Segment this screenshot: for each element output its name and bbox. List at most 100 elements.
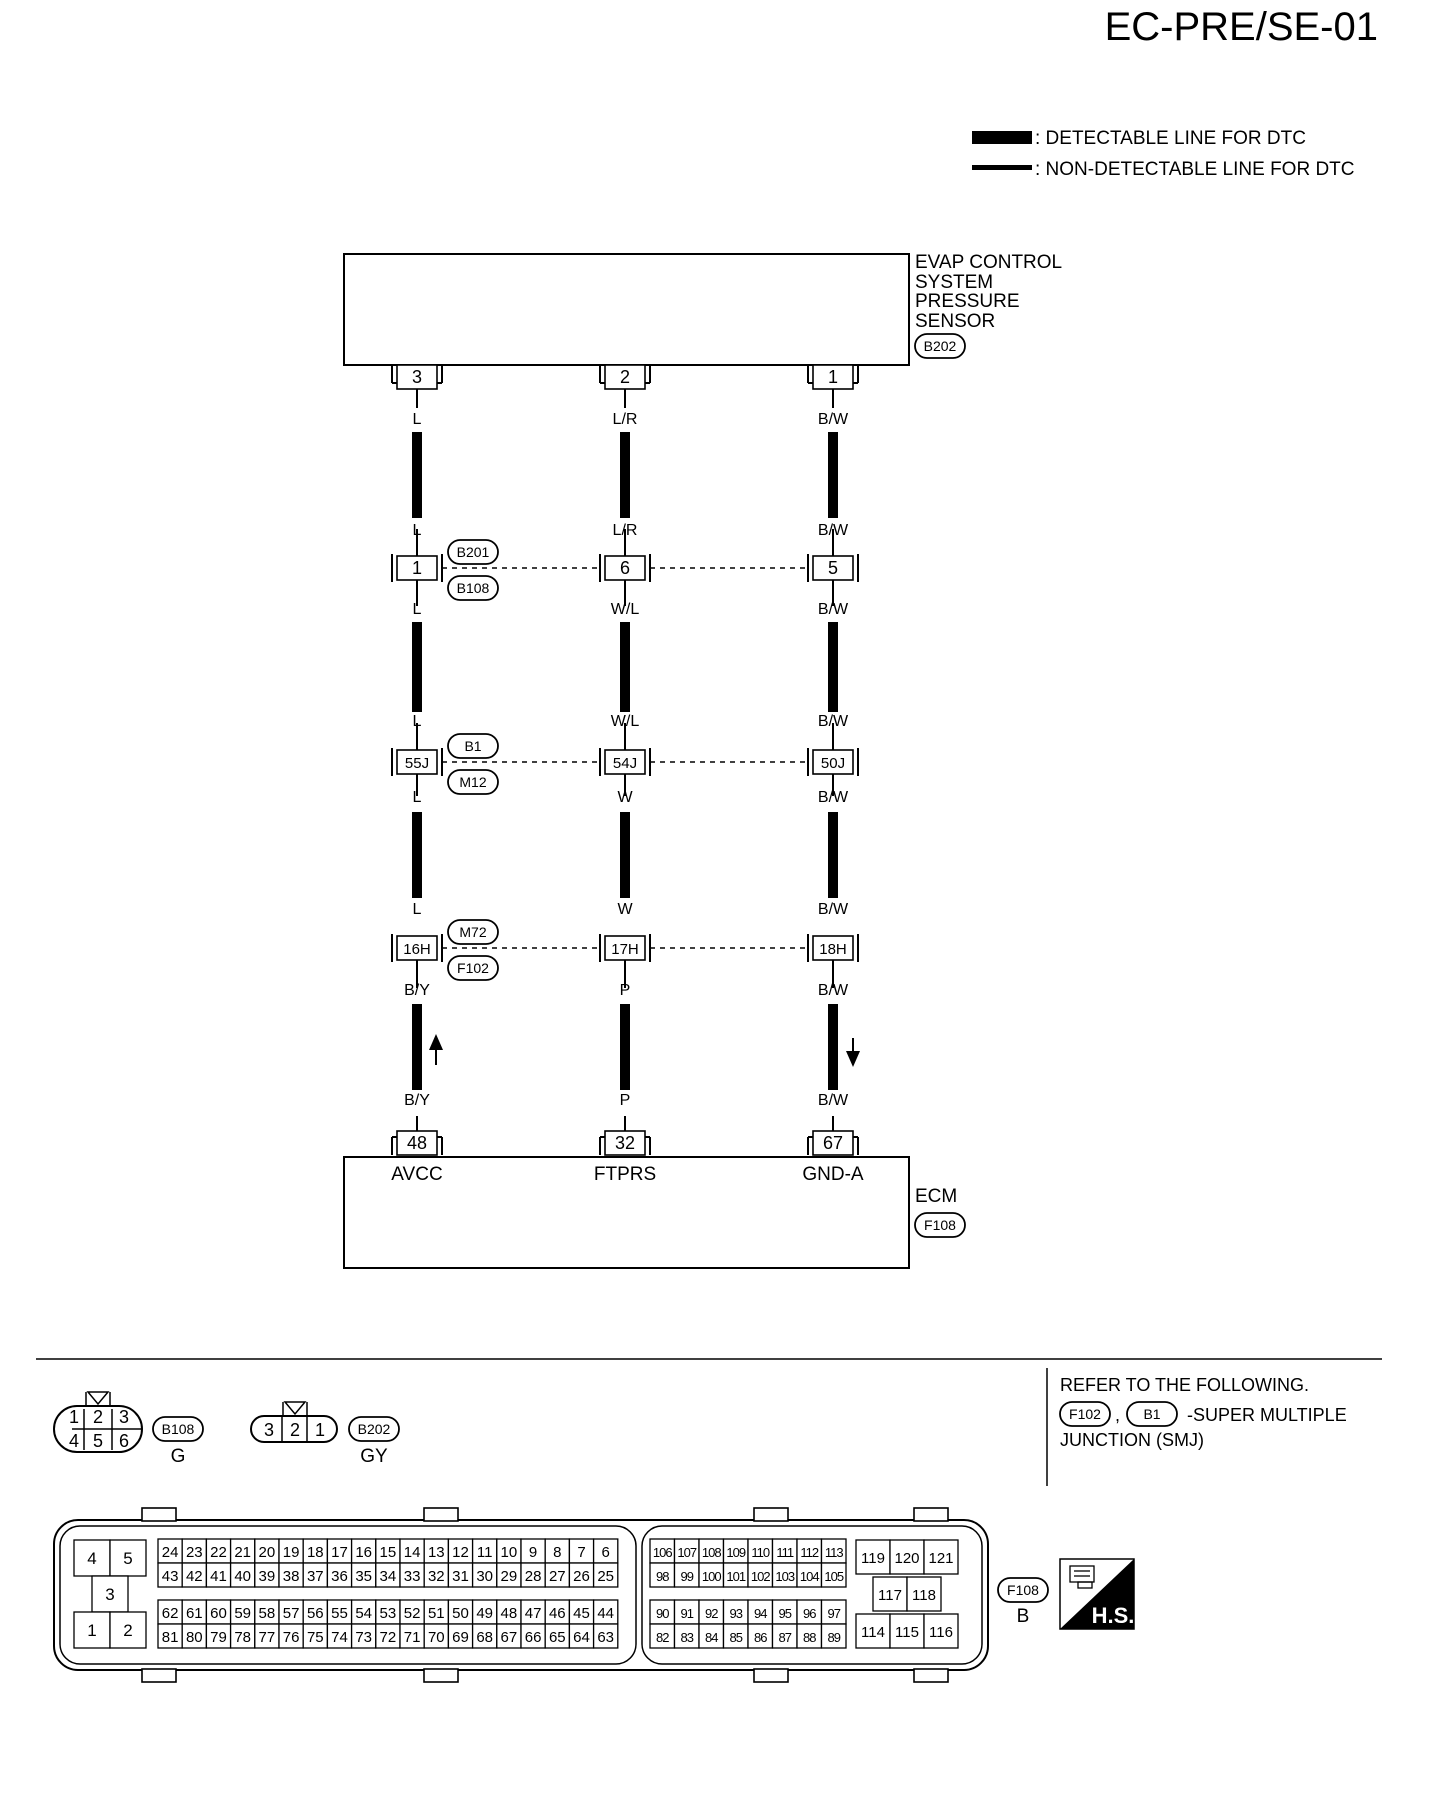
sensor-pin-3-label: 1 [828,367,838,387]
junction-pin-box [812,555,854,581]
junction-pin-box [604,749,646,775]
sensor-pin-2-box [604,364,646,390]
ecm-cell-box [350,1623,377,1649]
arrow-up-icon [429,1034,443,1065]
ecm-cell: 39 [259,1568,276,1585]
ecm-cell: 44 [597,1605,614,1622]
ecm-cell: 5 [123,1549,132,1568]
ecm-cell: 61 [186,1605,203,1622]
ecm-cell: 42 [186,1568,203,1585]
junction-badge-upper [447,733,499,759]
ecm-cell: 29 [501,1568,518,1585]
wire-segment-1-1 [412,432,422,518]
ecm-cell: 100 [702,1569,721,1584]
ecm-cell: 106 [653,1545,672,1560]
ecm-cell: 73 [355,1629,372,1646]
ecm-cell: 50 [452,1605,469,1622]
ecm-cell: 69 [452,1629,469,1646]
ecm-cell: 38 [283,1568,300,1585]
junction-pin-label: 18H [819,941,847,958]
ecm-cell: 26 [573,1568,590,1585]
ecm-cell: 47 [525,1605,542,1622]
ecm-cell: 66 [525,1629,542,1646]
f108-badge [997,1577,1049,1603]
b202-badge [348,1416,400,1442]
ecm-cell-box [205,1599,232,1625]
junction-pin-label: 1 [412,558,422,578]
ecm-cell-box [649,1599,676,1625]
wire-segment-2-1 [620,432,630,518]
ecm-cell: 82 [656,1630,669,1645]
junction-pin-3-2: 50J [807,748,859,776]
ecm-cell: 95 [779,1606,792,1621]
ecm-cell: 104 [800,1569,819,1584]
junction-pin-label: 54J [613,755,637,772]
ecm-cell-box [302,1623,329,1649]
ecm-cell-box [544,1623,571,1649]
sensor-label-line-1: EVAP CONTROL [915,252,1062,273]
ecm-cell-box [229,1562,256,1588]
ecm-cell-box [229,1538,256,1564]
b202-latch-icon [283,1401,307,1416]
ecm-cell: 55 [331,1605,348,1622]
wire-color-label: W/L [611,713,640,730]
ecm-cell: 19 [283,1544,300,1561]
ecm-cell-box [520,1538,546,1564]
sensor-pin-bracket-1 [391,365,443,384]
ecm-cell-box [649,1538,676,1564]
ecm-cell-box [592,1599,619,1625]
ecm-box [343,1156,910,1269]
wire-color-label: B/W [818,1092,849,1109]
ecm-cell: 59 [234,1605,251,1622]
ecm-cell-box [254,1562,280,1588]
b202-color: GY [360,1446,388,1467]
legend-detectable-swatch [972,131,1032,144]
ecm-cell-box [923,1539,959,1575]
ecm-cell: 86 [754,1630,767,1645]
ecm-cell: 99 [681,1569,694,1584]
b108-badge-label: B108 [162,1421,195,1437]
ecm-pin-3-box [812,1130,854,1156]
ecm-cell: 110 [751,1545,769,1560]
wire-color-label: B/W [818,789,849,806]
wire-color-label: L [413,901,422,918]
ecm-cell: 3 [105,1585,114,1604]
note-f102-badge [1059,1401,1111,1427]
junction-pin-label: 50J [821,755,845,772]
hs-badge-text: H.S. [1092,1603,1135,1628]
ecm-cell: 90 [656,1606,669,1621]
ecm-cell-box [375,1599,401,1625]
junction-bracket [807,554,859,582]
ecm-cell: 112 [800,1545,818,1560]
ecm-cell: 84 [705,1630,718,1645]
ecm-pin-1-box [396,1130,438,1156]
junction-badge-lower [447,575,499,601]
ecm-cell: 23 [186,1544,203,1561]
ecm-cell: 80 [186,1629,203,1646]
ecm-pin-bracket-2 [599,1136,651,1155]
ecm-cell-box [592,1562,619,1588]
ecm-cell-box [820,1562,847,1588]
wire-segment-3-4 [828,1004,838,1090]
wire-color-label: B/W [818,901,849,918]
ecm-cell-box [722,1538,749,1564]
ecm-cell-box [254,1623,280,1649]
ecm-cell-box [906,1576,942,1612]
ecm-cell: 96 [803,1606,816,1621]
legend-detectable-text: : DETECTABLE LINE FOR DTC [1035,128,1306,149]
junction-pin-2-2: 54J [599,748,651,776]
evap-pressure-sensor: EVAP CONTROL SYSTEM PRESSURE SENSOR B202 [343,252,1062,366]
wire-segment-3-3 [828,812,838,898]
ecm-cell-box [423,1562,450,1588]
ecm-cell: 13 [428,1544,445,1561]
wire-color-label: L [413,601,422,618]
junction-pin-3-1: 5 [807,554,859,582]
sensor-pin-1-box [396,364,438,390]
sensor-box [343,253,910,366]
ecm-conn-inner-right [641,1525,983,1665]
legend-non-detectable-text: : NON-DETECTABLE LINE FOR DTC [1035,159,1355,180]
